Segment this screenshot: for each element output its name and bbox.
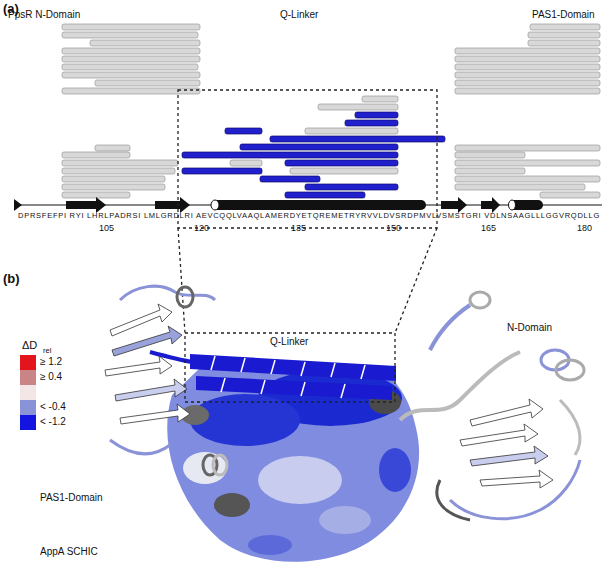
sequence: DPRSFEFPI RYI LHRLPADRSI LMLGRDLRI AEVCQ… bbox=[18, 212, 600, 221]
peptide-bar bbox=[62, 72, 200, 78]
peptide-bar bbox=[455, 80, 600, 86]
peptide-bar bbox=[62, 64, 198, 70]
legend-text: ≥ 1.2 bbox=[40, 356, 62, 368]
peptide-bar bbox=[225, 128, 262, 134]
residue-number: 105 bbox=[99, 223, 114, 233]
peptide-bar bbox=[355, 112, 398, 118]
peptide-bar bbox=[182, 152, 398, 158]
legend-swatch bbox=[20, 400, 36, 415]
peptide-bar bbox=[290, 168, 398, 174]
q-linker-helices bbox=[150, 352, 396, 400]
legend-subscript: rel bbox=[43, 347, 51, 356]
peptide-bar bbox=[540, 192, 600, 198]
domain-label: PAS1-Domain bbox=[40, 492, 103, 504]
peptide-bar bbox=[455, 64, 600, 70]
peptide-bar bbox=[455, 152, 525, 158]
peptide-bar bbox=[455, 56, 600, 62]
legend-text: < -1.2 bbox=[40, 416, 66, 428]
zoom-box bbox=[185, 333, 395, 402]
peptide-bar bbox=[260, 176, 320, 182]
panel-label: (b) bbox=[3, 272, 20, 287]
peptide-bar bbox=[305, 128, 398, 134]
peptide-bar bbox=[240, 144, 398, 150]
peptide-bar bbox=[455, 48, 600, 54]
peptide-bar bbox=[305, 184, 398, 190]
legend-text: ≥ 0.4 bbox=[40, 371, 62, 383]
peptide-bar bbox=[62, 88, 200, 94]
peptide-bar bbox=[230, 160, 262, 166]
legend-swatch-blank bbox=[20, 385, 36, 400]
domain-label: PAS1-Domain bbox=[532, 9, 595, 21]
peptide-bar bbox=[62, 56, 200, 62]
zoom-line bbox=[178, 228, 185, 333]
residue-number: 135 bbox=[291, 223, 306, 233]
residue-number: 120 bbox=[194, 223, 209, 233]
peptide-bar bbox=[90, 40, 200, 46]
peptide-bars bbox=[62, 24, 600, 198]
zoom-box bbox=[178, 90, 437, 228]
peptide-bar bbox=[455, 145, 600, 151]
domain-label: Q-Linker bbox=[270, 336, 308, 348]
peptide-bar bbox=[528, 40, 600, 46]
peptide-bar bbox=[285, 160, 398, 166]
appa-surface bbox=[167, 368, 419, 562]
peptide-bar bbox=[285, 192, 365, 198]
legend-swatch bbox=[20, 355, 36, 370]
peptide-bar bbox=[62, 184, 165, 190]
peptide-bar bbox=[455, 176, 600, 182]
peptide-bar bbox=[62, 48, 200, 54]
peptide-bar bbox=[95, 80, 200, 86]
residue-number: 150 bbox=[386, 223, 401, 233]
legend-swatch bbox=[20, 415, 36, 430]
pas1-ribbon bbox=[105, 286, 227, 475]
peptide-bar bbox=[528, 32, 600, 38]
peptide-bar bbox=[455, 88, 600, 94]
peptide-bar bbox=[62, 160, 178, 166]
peptide-bar bbox=[62, 152, 130, 158]
peptide-bar bbox=[345, 120, 398, 126]
peptide-bar bbox=[455, 184, 585, 190]
peptide-bar bbox=[318, 104, 398, 110]
secondary-structure bbox=[14, 197, 602, 213]
peptide-bar bbox=[62, 168, 175, 174]
peptide-bar bbox=[270, 136, 445, 142]
peptide-bar bbox=[95, 145, 130, 151]
peptide-bar bbox=[182, 168, 262, 174]
legend-text: < -0.4 bbox=[40, 401, 66, 413]
n-domain-ribbon bbox=[400, 292, 584, 520]
zoom-line bbox=[395, 228, 437, 333]
peptide-bar bbox=[62, 176, 165, 182]
domain-label: PpsR N-Domain bbox=[8, 9, 80, 21]
domain-label: N-Domain bbox=[507, 322, 552, 334]
peptide-bar bbox=[530, 24, 600, 30]
peptide-bar bbox=[362, 96, 398, 102]
domain-label: AppA SCHIC bbox=[40, 546, 98, 558]
residue-number: 165 bbox=[481, 223, 496, 233]
peptide-bar bbox=[455, 72, 600, 78]
residue-number: 180 bbox=[577, 223, 592, 233]
peptide-bar bbox=[62, 32, 198, 38]
peptide-bar bbox=[455, 168, 525, 174]
domain-label: Q-Linker bbox=[280, 9, 318, 21]
peptide-bar bbox=[455, 160, 600, 166]
legend-swatch bbox=[20, 370, 36, 385]
peptide-bar bbox=[62, 24, 200, 30]
legend-title: ΔD bbox=[22, 339, 37, 352]
